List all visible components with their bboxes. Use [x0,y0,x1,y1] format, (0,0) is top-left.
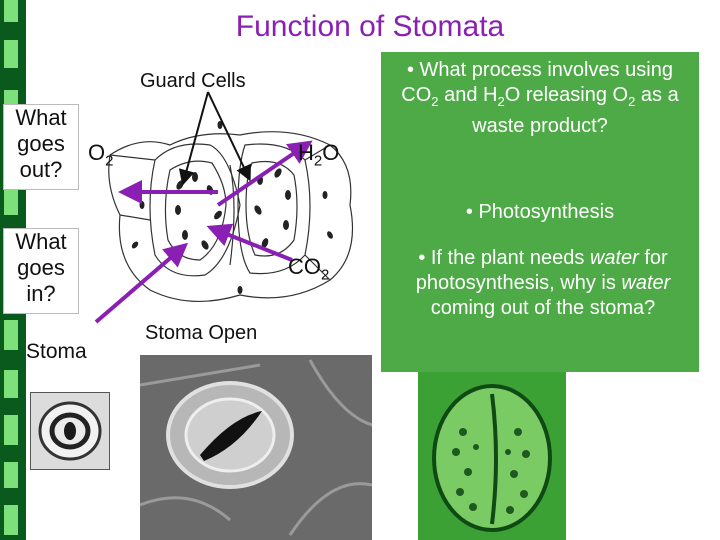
question-out-line-1: What [15,105,67,130]
q1-sub-3: 2 [628,94,636,109]
question-in-line-3: in? [26,281,56,306]
q2-emphasis-2: water [621,272,671,294]
h2o-sub: 2 [313,152,323,170]
o2-sub: 2 [105,152,114,170]
stoma-micrograph-green-image [418,372,566,540]
co2-sub: 2 [321,266,330,284]
answer-photosynthesis: • Photosynthesis [465,201,615,223]
info-panel: • What process involves using CO2 and H2… [381,52,699,372]
question-out-line-3: out? [19,157,63,182]
question-out-box: What goes out? [3,104,79,190]
co2-label: CO2 [288,254,329,283]
stoma-micrograph-image [30,392,110,470]
stoma-open-label: Stoma Open [145,322,258,344]
q2-part-c: coming out of the stoma? [430,297,656,319]
question-in-box: What goes in? [3,228,79,314]
guard-cells-label: Guard Cells [140,70,246,92]
q1-part-b: and H [438,84,498,106]
question-photosynthesis: • What process involves using CO2 and H2… [395,58,685,139]
q2-part-b: for photosynthesis, why is [415,247,668,294]
o2-main: O [88,140,106,165]
h2o-o: O [322,140,340,165]
stoma-sem-image [140,355,372,540]
h2o-label: H2O [298,140,339,169]
co2-main: CO [288,254,321,279]
question-out-line-2: goes [17,131,65,156]
question-in-line-1: What [15,229,67,254]
q1-part-d: as a waste product? [472,84,679,137]
q1-sub-2: 2 [497,94,505,109]
q2-emphasis-1: water [589,247,639,269]
q2-part-a: • If the plant needs [418,247,590,269]
q1-sub-1: 2 [431,94,439,109]
question-water: • If the plant needs water for photosynt… [395,246,691,321]
slide-title: Function of Stomata [235,10,505,43]
q1-part-c: O releasing O [504,84,629,106]
o2-label: O2 [88,140,113,169]
q1-part-a: • What process involves using CO [401,59,673,106]
h2o-h: H [298,140,314,165]
question-in-line-2: goes [17,255,65,280]
stoma-label: Stoma [26,340,87,363]
